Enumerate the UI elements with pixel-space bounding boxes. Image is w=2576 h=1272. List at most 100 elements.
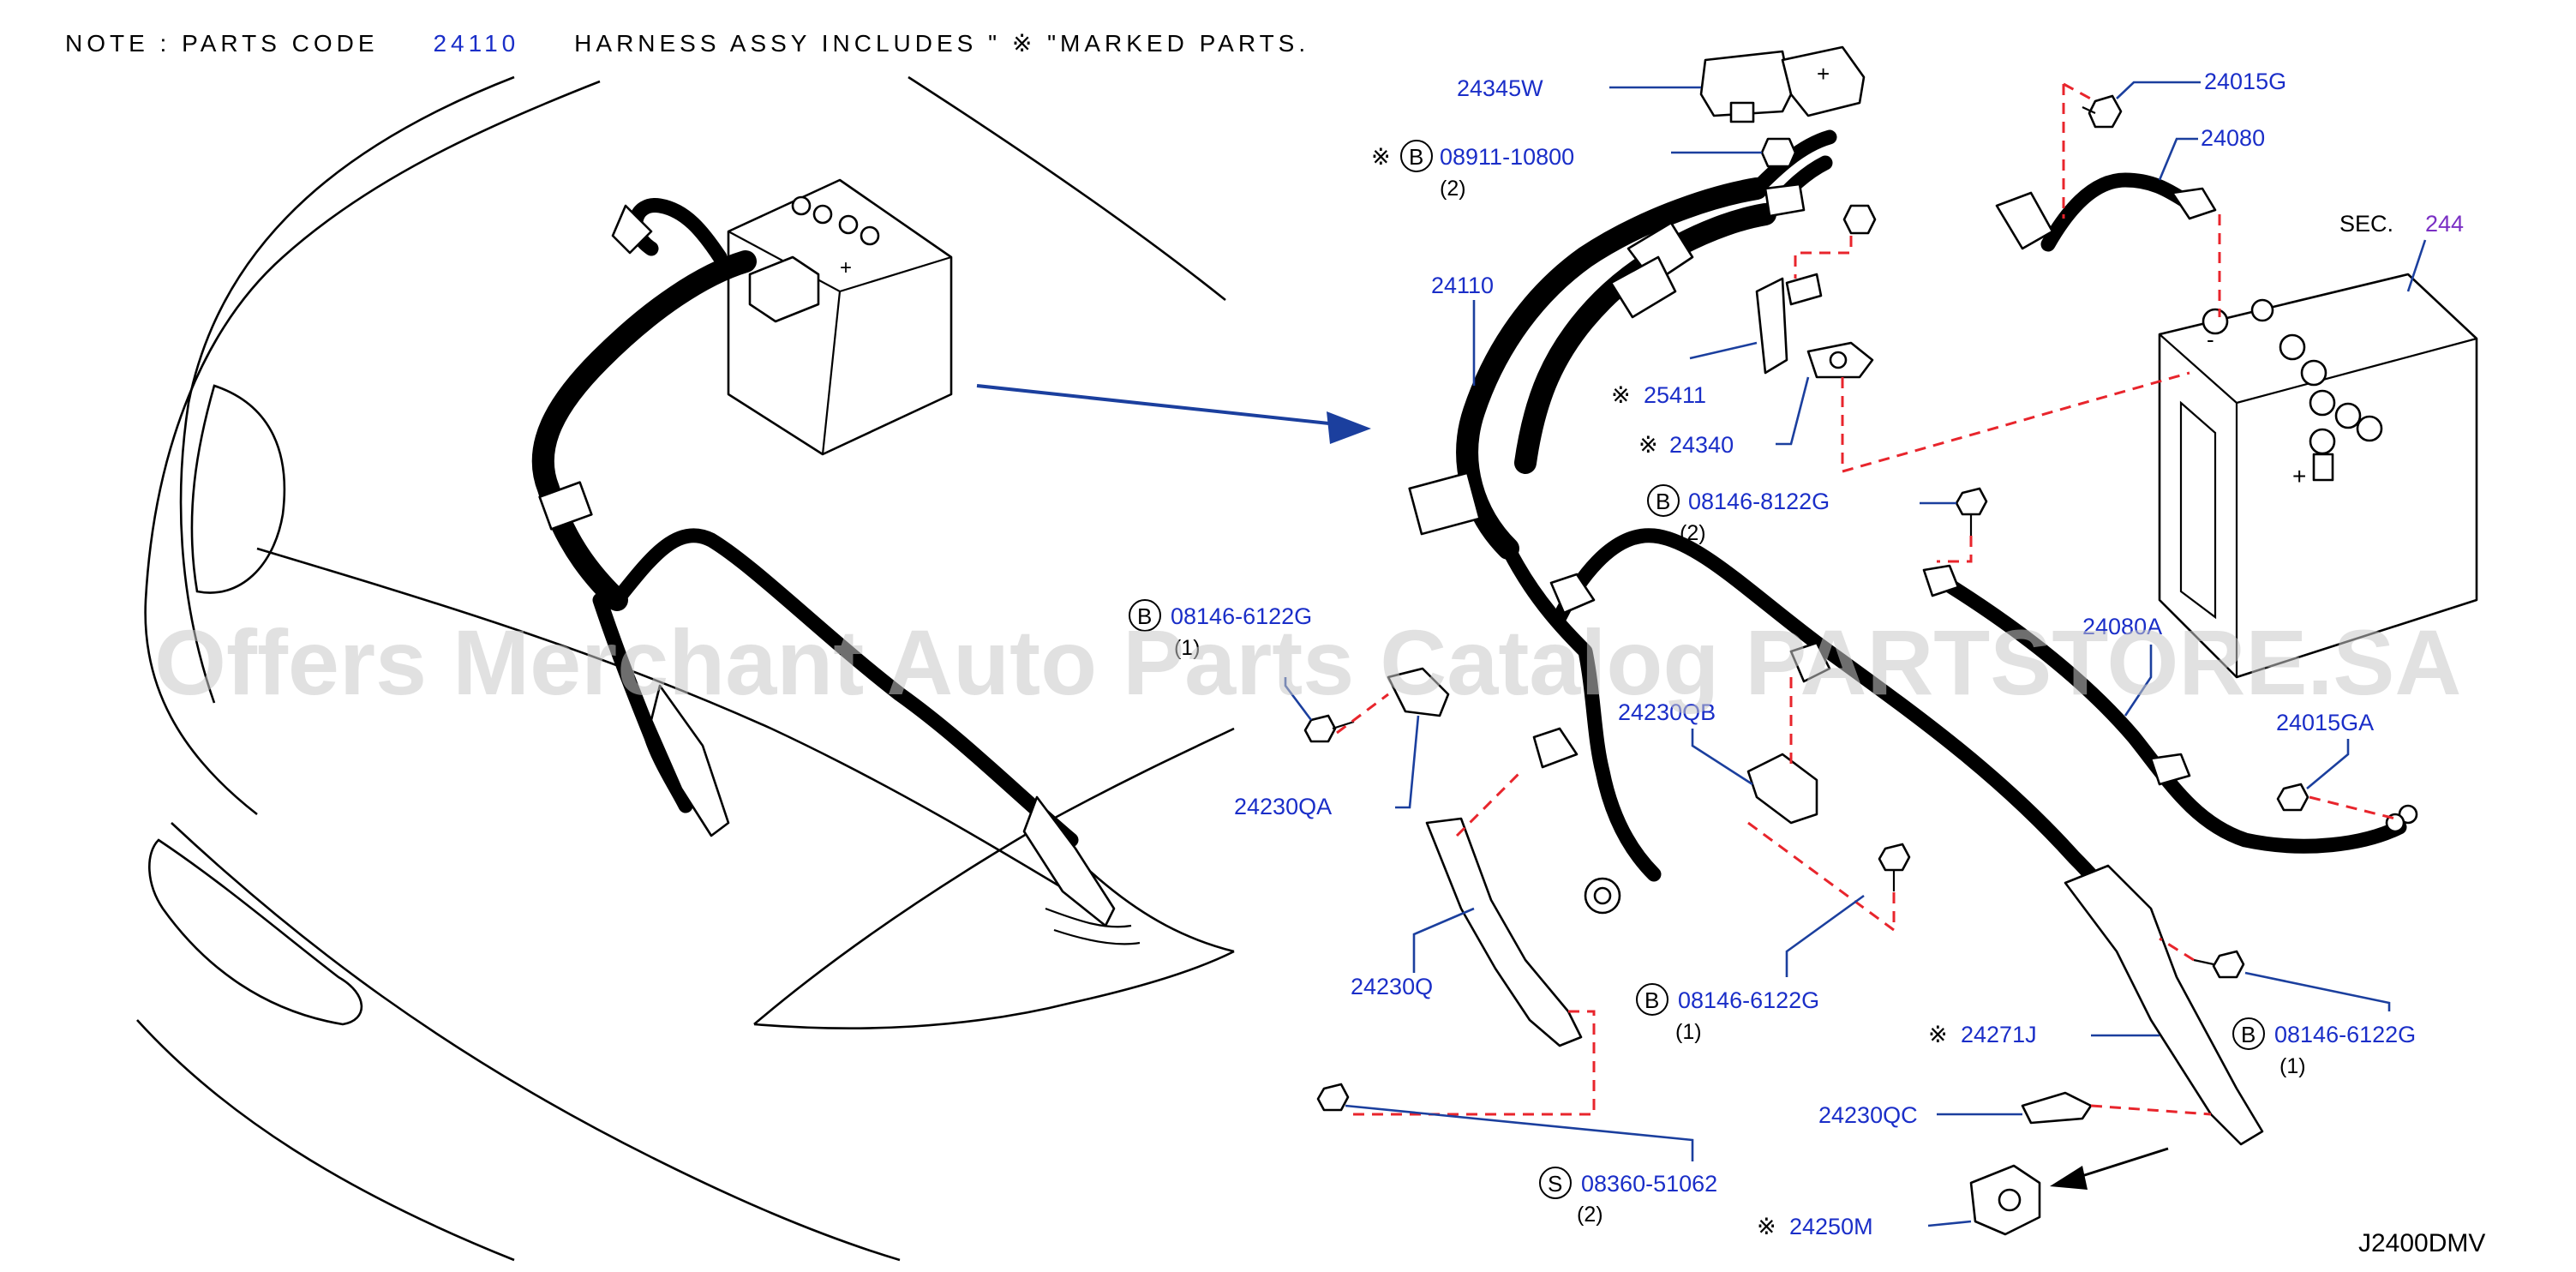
bolt-08146-6122G-b[interactable]: [1878, 843, 1911, 891]
svg-text:24080A: 24080A: [2082, 614, 2162, 639]
svg-text:24230QC: 24230QC: [1818, 1102, 1918, 1128]
part-label-24250M[interactable]: ※ 24250M: [1757, 1214, 1972, 1239]
part-label-08146-6122G-c[interactable]: B 08146-6122G (1): [2232, 971, 2416, 1078]
part-label-24230QA[interactable]: 24230QA: [1234, 715, 1420, 819]
part-label-08360-51062[interactable]: S 08360-51062 (2): [1345, 1104, 1717, 1227]
svg-text:(1): (1): [1675, 1020, 1702, 1044]
svg-text:+: +: [840, 256, 852, 279]
svg-text:※: ※: [1371, 144, 1391, 170]
note-prefix: NOTE : PARTS CODE: [65, 30, 379, 57]
svg-text:24345W: 24345W: [1457, 75, 1543, 101]
part-label-24345W[interactable]: 24345W: [1457, 75, 1701, 101]
svg-text:-: -: [2207, 327, 2214, 352]
terminal-cover-24345W[interactable]: +: [1699, 45, 1866, 123]
svg-text:08146-6122G: 08146-6122G: [1678, 987, 1819, 1013]
watermark: Offers Merchant Auto Parts Catalog PARTS…: [154, 610, 2461, 714]
hood-outline: [144, 80, 601, 816]
part-label-24080A[interactable]: 24080A: [2082, 614, 2162, 717]
svg-text:25411: 25411: [1644, 382, 1706, 408]
parts-note: NOTE : PARTS CODE 24110 HARNESS ASSY INC…: [65, 29, 1309, 57]
svg-text:24340: 24340: [1669, 432, 1734, 458]
svg-text:B: B: [1137, 603, 1152, 629]
bolt-24015G[interactable]: [2082, 94, 2123, 129]
bolt-08146-8122G[interactable]: [1955, 487, 1988, 536]
svg-text:08146-6122G: 08146-6122G: [2274, 1022, 2416, 1047]
svg-text:24250M: 24250M: [1789, 1214, 1873, 1239]
fender-outline: [179, 75, 515, 704]
svg-text:24015GA: 24015GA: [2276, 710, 2374, 735]
sec-reference[interactable]: SEC. 244: [2339, 211, 2464, 237]
nut-08911-10800[interactable]: [1760, 137, 1797, 168]
lower-bumper-line: [136, 1019, 515, 1262]
bracket-24230QC[interactable]: [2021, 1091, 2093, 1125]
bracket-24230Q[interactable]: [1425, 817, 1583, 1047]
note-part-code[interactable]: 24110: [433, 30, 520, 57]
part-label-24271J[interactable]: ※ 24271J: [1928, 1022, 2160, 1047]
svg-text:08146-6122G: 08146-6122G: [1171, 603, 1312, 629]
harness-overview-main: [531, 250, 757, 611]
fusible-link-25411[interactable]: [1755, 277, 1788, 375]
svg-text:※: ※: [1638, 432, 1658, 458]
svg-text:B: B: [2241, 1022, 2255, 1047]
svg-text:24230Q: 24230Q: [1351, 974, 1433, 999]
part-label-25411[interactable]: ※ 25411: [1611, 341, 1758, 408]
bracket-24230QA[interactable]: [1387, 667, 1450, 717]
part-label-08146-6122G-a[interactable]: B 08146-6122G (1): [1129, 599, 1312, 721]
part-label-24080[interactable]: 24080: [2158, 125, 2265, 181]
svg-text:+: +: [1817, 61, 1830, 87]
svg-text:24015G: 24015G: [2204, 69, 2286, 94]
part-label-08911-10800[interactable]: ※ B 08911-10800 (2): [1371, 140, 1762, 201]
battery-cable-24080[interactable]: [2040, 172, 2202, 252]
svg-text:+: +: [2292, 463, 2306, 489]
svg-text:(1): (1): [2279, 1054, 2306, 1078]
part-label-08146-8122G[interactable]: B 08146-8122G (2): [1647, 484, 1956, 545]
svg-text:24110: 24110: [1431, 273, 1494, 298]
part-label-08146-6122G-b[interactable]: B 08146-6122G (1): [1636, 894, 1865, 1044]
view-arrow: [976, 384, 1338, 426]
svg-text:B: B: [1656, 489, 1670, 514]
part-label-24110[interactable]: 24110: [1431, 273, 1494, 386]
diagram-id: J2400DMV: [2358, 1229, 2485, 1257]
harness-clip-overview: [538, 481, 593, 531]
svg-text:(2): (2): [1577, 1203, 1603, 1227]
svg-text:B: B: [1644, 987, 1659, 1013]
part-label-24015G[interactable]: 24015G: [2116, 69, 2286, 99]
part-label-24015GA[interactable]: 24015GA: [2276, 710, 2374, 789]
svg-text:08360-51062: 08360-51062: [1581, 1171, 1717, 1197]
protector-24271J[interactable]: [2064, 864, 2264, 1146]
svg-text:(2): (2): [1440, 177, 1466, 201]
bolt-08146-6122G-a[interactable]: [1303, 714, 1355, 743]
headlamp-outline: [190, 384, 286, 594]
harness-overview-branch: [609, 528, 1079, 848]
bracket-overview: [650, 684, 730, 837]
harness-overview-lower: [592, 592, 693, 813]
vehicle-overview: +: [136, 75, 1371, 1262]
svg-text:24230QB: 24230QB: [1618, 699, 1716, 725]
svg-text:※: ※: [1928, 1022, 1948, 1047]
bolt-24015GA[interactable]: [2276, 783, 2309, 812]
cowl-line: [256, 547, 1098, 910]
svg-text:B: B: [1409, 144, 1423, 170]
bolt-08146-6122G-c[interactable]: [2193, 950, 2245, 979]
note-text: HARNESS ASSY INCLUDES " ※ "MARKED PARTS.: [574, 30, 1310, 57]
exploded-view: + - +: [1303, 45, 2478, 1236]
svg-text:SEC.: SEC.: [2339, 211, 2393, 237]
battery-cable-24080A[interactable]: [1938, 575, 2407, 854]
svg-text:24230QA: 24230QA: [1234, 794, 1332, 819]
part-label-24230QC[interactable]: 24230QC: [1818, 1102, 2022, 1128]
svg-text:※: ※: [1757, 1214, 1776, 1239]
svg-text:24080: 24080: [2201, 125, 2265, 151]
bracket-24230QB[interactable]: [1746, 753, 1818, 825]
part-label-24340[interactable]: ※ 24340: [1638, 376, 1810, 458]
svg-text:244: 244: [2425, 211, 2464, 237]
part-label-24230QB[interactable]: 24230QB: [1618, 699, 1753, 786]
windshield-line: [908, 75, 1226, 302]
battery[interactable]: + -: [2158, 273, 2478, 679]
svg-text:(2): (2): [1680, 521, 1706, 545]
screw-08360-51062[interactable]: [1316, 1083, 1350, 1112]
svg-text:※: ※: [1611, 382, 1631, 408]
bumper-line: [171, 822, 901, 1262]
grille-outline: [148, 838, 363, 1026]
part-label-24230Q[interactable]: 24230Q: [1351, 907, 1475, 999]
